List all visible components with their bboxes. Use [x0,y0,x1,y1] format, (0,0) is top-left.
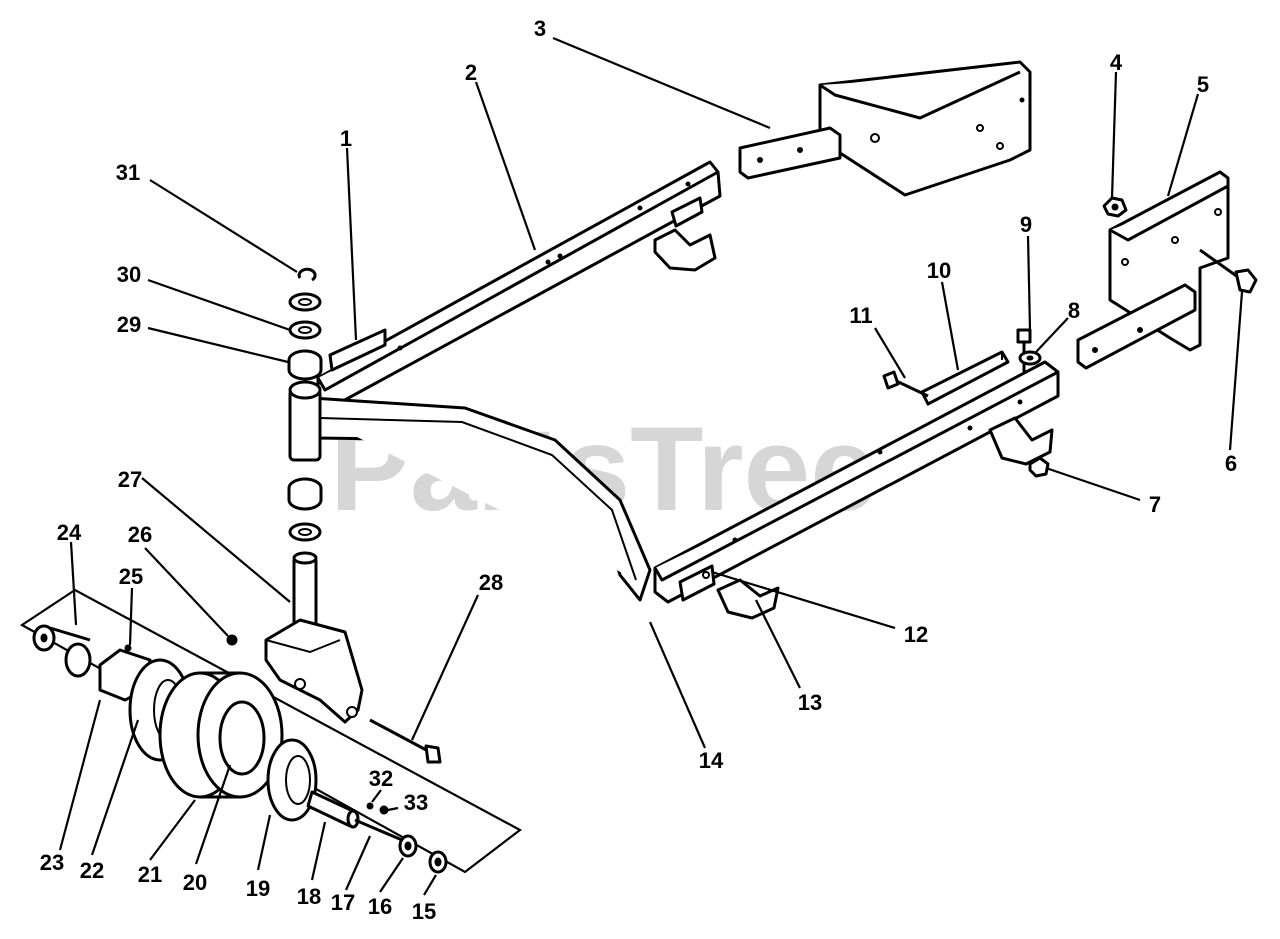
hub-cap-grease [64,642,92,678]
callout-29: 29 [117,312,141,337]
callout-12: 12 [904,622,928,647]
callout-21: 21 [138,862,162,887]
callout-1: 1 [340,126,352,151]
callout-5: 5 [1197,72,1209,97]
callout-9: 9 [1020,212,1032,237]
wheel-tray [19,588,523,874]
callout-20: 20 [183,870,207,895]
pivot-tube [288,380,322,462]
callout-31: 31 [116,160,140,185]
grease-fitting-26 [226,634,238,646]
callout-15: 15 [412,899,436,924]
callout-32: 32 [369,766,393,791]
washer-15 [428,850,448,874]
callout-14: 14 [699,748,724,773]
washer-23 [32,624,56,652]
callout-labels: 3 2 1 4 5 6 7 8 9 10 11 12 13 14 15 16 1… [40,16,1237,924]
lower-hanger-13 [716,578,780,620]
callout-8: 8 [1068,298,1080,323]
frame-lower-rail [653,360,1060,604]
retaining-ring-31 [297,267,317,282]
bolt-11 [882,370,929,398]
callout-23: 23 [40,850,64,875]
lock-nut-4 [1102,196,1128,218]
hex-nut-7 [1028,456,1050,478]
callout-6: 6 [1225,451,1237,476]
frame-front-tube [310,396,652,602]
wheel-half-inner-19 [266,738,318,822]
callout-28: 28 [479,570,503,595]
callout-2: 2 [465,60,477,85]
callout-11: 11 [849,303,872,328]
lower-hanger-right [988,416,1054,466]
callout-13: 13 [798,690,822,715]
axle-bolt-28 [369,718,442,764]
side-plate-10 [920,350,1010,406]
axle-sleeve-17 [354,818,403,842]
frame-plate [328,328,387,372]
bushing-lower [287,477,323,511]
callout-7: 7 [1149,492,1161,517]
callout-10: 10 [927,258,951,283]
callout-30: 30 [117,262,141,287]
fitting-32 [366,802,374,810]
callout-33: 33 [404,790,428,815]
frame-upper-rail [316,160,722,410]
bushing-upper-29 [287,349,323,381]
left-mounting-bracket [738,60,1032,197]
callout-25: 25 [119,564,143,589]
carriage-bolt-6 [1199,248,1258,294]
callout-26: 26 [128,522,152,547]
rail-plate [678,564,716,602]
callout-17: 17 [331,890,355,915]
fitting-33 [379,805,389,815]
tire-21 [158,671,284,799]
callout-22: 22 [80,858,104,883]
callout-18: 18 [297,884,321,909]
washer-30 [288,320,322,340]
spacer-18 [306,790,360,829]
callout-27: 27 [118,467,142,492]
washer-8 [1018,350,1042,366]
bolt-24 [49,626,91,642]
right-mounting-bracket [1076,170,1230,370]
leader-lines [58,36,1244,896]
washer-lower [288,522,322,542]
washer-16 [398,834,418,858]
callout-4: 4 [1110,50,1123,75]
callout-19: 19 [246,876,270,901]
callout-24: 24 [57,520,82,545]
washer-upper [288,292,322,312]
callout-16: 16 [368,894,392,919]
upper-hanger [653,196,717,272]
caster-yoke-27 [264,618,364,724]
callout-3: 3 [534,16,546,41]
